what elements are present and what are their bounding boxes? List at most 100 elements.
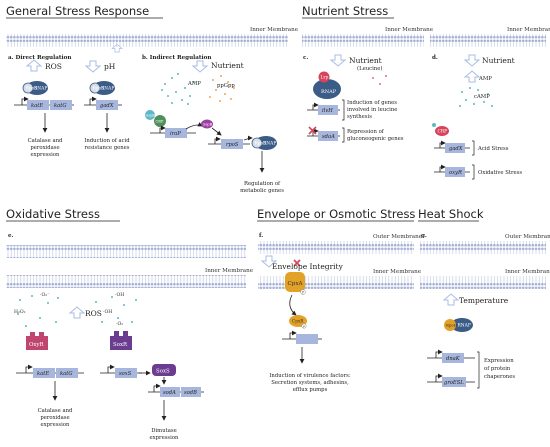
panel-b-title: b. Indirect Regulation — [142, 55, 211, 61]
svg-text:RpoS: RpoS — [26, 87, 38, 92]
svg-text:Lrp: Lrp — [321, 76, 329, 81]
svg-text:RNAP: RNAP — [458, 324, 471, 329]
panel-f-title: f. — [259, 233, 263, 239]
d-acid-stress: Acid Stress — [477, 146, 509, 152]
svg-text:RNAP: RNAP — [101, 87, 114, 92]
d-oxidative-stress: Oxidative Stress — [478, 170, 522, 176]
temperature-label: Temperature — [459, 296, 509, 305]
lrp-rnap-complex: RNAP Lrp — [313, 71, 341, 99]
outer-membrane-label: Outer Membrane — [505, 234, 550, 240]
section-title-envelope: Envelope or Osmotic Stress — [257, 207, 415, 221]
gene-kate: katE — [31, 103, 43, 109]
ros-label: ROS — [45, 62, 62, 71]
rpos-rnap-complex: RpoS RNAP — [89, 81, 115, 95]
c-text1-3: synthesis — [347, 114, 372, 120]
svg-text:RpoH: RpoH — [446, 323, 458, 328]
gene-box-ilvh — [318, 105, 338, 115]
outcome-e-left-2: peroxidase — [40, 415, 69, 421]
svg-text:SoxS: SoxS — [156, 369, 170, 375]
ppgpp-label: ppGpp — [217, 83, 235, 89]
gene-gadx-d: gadX — [449, 146, 463, 152]
gene-katg-e: katG — [60, 371, 72, 377]
inner-membrane-label: Inner Membrane — [250, 27, 299, 33]
gene-groesl: groESL — [444, 380, 464, 386]
leucine-dots — [372, 75, 387, 85]
svg-text:RpoS: RpoS — [93, 87, 105, 92]
soxs-protein: SoxS — [152, 364, 176, 376]
outcome-a-right-1: Induction of acid — [84, 138, 130, 144]
svg-text:SspB: SspB — [203, 123, 213, 127]
ion-hydroxyl: ·OH — [115, 292, 124, 298]
svg-text:RNAP: RNAP — [321, 89, 337, 95]
gene-gadx: gadX — [100, 103, 114, 109]
svg-text:P: P — [302, 291, 305, 295]
panel-e-title: e. — [8, 233, 14, 239]
outcome-f-1: Induction of virulence factors: — [269, 373, 351, 379]
gene-rpos: rpoS — [226, 142, 239, 148]
ros-e-label: ROS — [85, 309, 102, 318]
inner-membrane-label: Inner Membrane — [373, 269, 422, 275]
inner-membrane-label: Inner Membrane — [505, 269, 550, 275]
panel-d-title: d. — [432, 55, 438, 61]
amp-d-label: AMP — [478, 76, 492, 82]
ppgpp-dots — [209, 75, 235, 102]
gene-box-dnak — [442, 353, 464, 363]
crp-protein: SspB CRP — [145, 110, 166, 127]
svg-text:SspB: SspB — [146, 114, 155, 118]
outcome-e-right-2: expression — [150, 435, 179, 441]
gene-dnak: dnaK — [446, 356, 461, 362]
panel-g-title: g. — [421, 233, 427, 239]
gene-box-sdaa — [318, 131, 338, 141]
rpoh-rnap-complex: RpoH RNAP — [444, 318, 473, 332]
rpos-rnap-complex: RpoS RNAP — [22, 81, 48, 95]
outcome-a-left-3: expression — [31, 152, 60, 158]
outer-membrane-oxidative — [6, 245, 246, 258]
outcome-g-2: of protein — [484, 366, 511, 372]
gene-soda: sodA — [163, 390, 176, 396]
soxr-protein: SoxR — [110, 331, 132, 350]
gene-box-kate — [27, 100, 49, 110]
gene-box-groesl — [442, 377, 466, 387]
gene-kate-e: katE — [37, 371, 49, 377]
gene-sodb: sodB — [184, 390, 197, 396]
outer-membrane-label: Outer Membrane — [373, 234, 423, 240]
svg-text:CRP: CRP — [438, 130, 448, 135]
gene-soxs: soxS — [119, 371, 132, 377]
outcome-g-3: chaperones — [484, 374, 515, 380]
inner-membrane-heat — [420, 276, 546, 289]
ph-label: pH — [104, 62, 116, 71]
outcome-a-right-2: resistance genes — [84, 145, 129, 151]
leucine-label: (Leucine) — [357, 65, 382, 72]
ion-superoxide: ·O₂⁻ — [40, 292, 50, 298]
gene-box-soda — [160, 387, 180, 397]
gene-sdaa: sdaA — [322, 134, 335, 140]
gene-box-sodb — [181, 387, 201, 397]
envelope-integrity-label: Envelope Integrity — [272, 262, 344, 271]
inner-membrane-label: Inner Membrane — [507, 27, 550, 33]
gene-box-oxyr-d — [445, 167, 465, 177]
gene-box-soxs — [115, 368, 137, 378]
outcome-b-2: metabolic genes — [240, 188, 284, 194]
inner-membrane-general — [6, 34, 288, 47]
svg-text:CpxA: CpxA — [288, 281, 304, 287]
gene-katg: katG — [54, 103, 66, 109]
gene-box-gadx — [96, 100, 118, 110]
camp-label: cAMP — [474, 94, 490, 100]
ion-superoxide: ·O₂ — [116, 321, 123, 327]
amp-label: AMP — [187, 81, 201, 87]
c-text1-2: involved in leucine — [347, 107, 397, 113]
ion-h2o2: H₂O₂ — [14, 309, 26, 315]
svg-text:RNAP: RNAP — [34, 87, 47, 92]
gene-box-irap — [165, 128, 187, 138]
inner-membrane-envelope — [258, 276, 414, 289]
nutrient-b-label: Nutrient — [211, 61, 244, 70]
outcome-a-left-2: peroxidase — [30, 145, 59, 151]
inner-membrane-label: Inner Membrane — [205, 268, 254, 274]
outcome-e-right-1: Dimutase — [151, 428, 177, 434]
crp-d-protein: CRP — [432, 123, 449, 136]
nutrient-d-label: Nutrient — [482, 56, 515, 65]
svg-text:RNAP: RNAP — [263, 142, 276, 147]
gene-irap: iraP — [170, 131, 181, 137]
outcome-g-1: Expression — [484, 358, 514, 364]
